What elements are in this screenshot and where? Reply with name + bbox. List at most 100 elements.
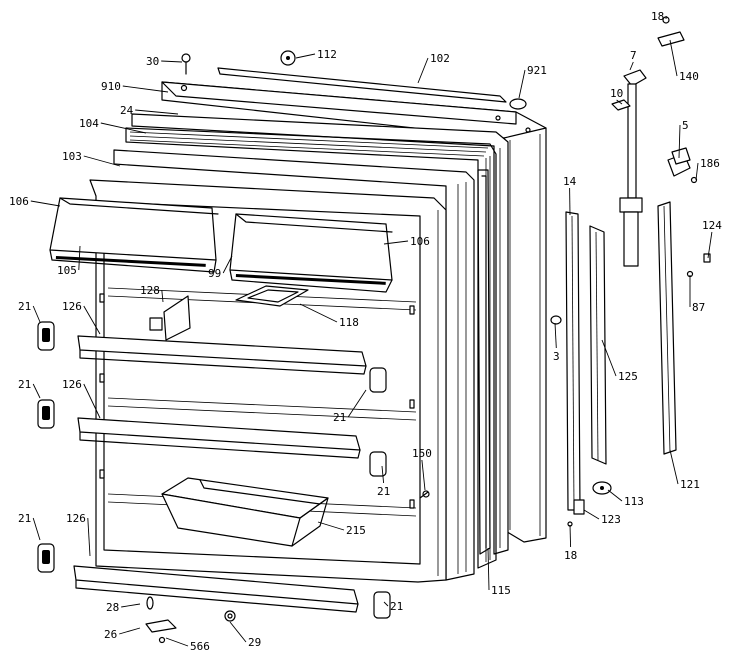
part-label-p113: 113: [624, 495, 644, 508]
leader-line: [347, 389, 367, 418]
screw-150: [419, 490, 430, 499]
screw-186: [690, 176, 698, 184]
part-label-p24: 24: [120, 104, 134, 117]
callout-p28: 28: [106, 601, 141, 614]
callout-p124: 124: [702, 219, 722, 259]
leader-line: [30, 200, 61, 207]
callout-p103: 103: [62, 150, 121, 167]
leader-line: [122, 85, 169, 93]
part-label-p105: 105: [57, 264, 77, 277]
vertical-strip-14: [565, 211, 581, 511]
leader-line: [695, 162, 699, 181]
leader-line: [83, 383, 101, 419]
callout-p566: 566: [165, 637, 210, 653]
part-label-p29: 29: [248, 636, 261, 649]
callout-p7: 7: [629, 49, 637, 71]
clip-10: [611, 99, 631, 111]
leader-line: [669, 449, 679, 485]
callout-p115: 115: [487, 547, 511, 597]
part-label-p21e: 21: [18, 512, 31, 525]
callout-p126b: 126: [62, 378, 101, 419]
callout-p21e: 21: [18, 512, 41, 541]
callout-p126a: 126: [62, 300, 101, 335]
shelf-end-cap-left-3: [37, 543, 55, 573]
callout-p106a: 106: [9, 195, 61, 208]
leader-line: [629, 61, 634, 71]
part-label-p26: 26: [104, 628, 117, 641]
leader-line: [83, 305, 101, 335]
channel-121: [657, 201, 677, 455]
callout-p121: 121: [669, 449, 700, 491]
part-label-p126c: 126: [66, 512, 86, 525]
callout-p105: 105: [57, 245, 81, 277]
callout-p18a: 18: [651, 10, 667, 23]
callout-p112: 112: [295, 48, 337, 61]
leader-line: [135, 109, 179, 115]
part-label-p104: 104: [79, 117, 99, 130]
top-trim-strip: [217, 67, 507, 103]
callout-p29: 29: [229, 621, 261, 649]
shelf-end-cap-left-2: [37, 399, 55, 429]
part-label-p123: 123: [601, 513, 621, 526]
part-label-p106a: 106: [9, 195, 29, 208]
leader-line: [119, 627, 141, 635]
leader-line: [554, 322, 557, 349]
part-label-p7: 7: [630, 49, 637, 62]
part-label-p21d: 21: [377, 485, 390, 498]
callout-p123: 123: [583, 509, 621, 526]
liner-frame: [131, 113, 509, 555]
leader-line: [607, 489, 623, 502]
callout-p921: 921: [518, 64, 547, 99]
part-label-p921: 921: [527, 64, 547, 77]
callout-p3: 3: [553, 322, 560, 363]
callout-p125: 125: [601, 339, 638, 383]
callout-p106b: 106: [383, 235, 430, 248]
leader-line: [161, 289, 164, 303]
part-label-p126a: 126: [62, 300, 82, 313]
leader-line: [417, 57, 429, 84]
shelf-end-cap-right-3: [373, 591, 391, 619]
callout-p87: 87: [689, 275, 705, 314]
callout-p150: 150: [412, 447, 432, 491]
part-label-p87: 87: [692, 301, 705, 314]
part-label-p215: 215: [346, 524, 366, 537]
part-label-p910: 910: [101, 80, 121, 93]
callout-p118: 118: [299, 303, 359, 329]
butter-tray: [235, 285, 309, 307]
leader-line: [222, 255, 233, 274]
callout-p21a: 21: [18, 300, 41, 323]
part-label-p121: 121: [680, 478, 700, 491]
leader-line: [229, 621, 247, 643]
door-shelf-middle: [77, 417, 361, 459]
leader-line: [381, 465, 385, 484]
callout-p910: 910: [101, 80, 169, 93]
callout-p99: 99: [208, 255, 233, 280]
part-label-p125: 125: [618, 370, 638, 383]
leader-line: [32, 305, 41, 323]
part-label-p21a: 21: [18, 300, 31, 313]
leader-line: [569, 524, 572, 548]
shelf-end-cap-right-2: [369, 451, 387, 477]
vertical-channel-125: [589, 225, 607, 465]
leader-line: [383, 601, 389, 607]
part-label-p103: 103: [62, 150, 82, 163]
leader-line: [707, 231, 713, 259]
callout-p26: 26: [104, 627, 141, 641]
part-label-p124: 124: [702, 219, 722, 232]
door-shelf-lower: [73, 565, 359, 613]
callout-p21c: 21: [333, 389, 367, 424]
shelf-end-cap-right-1: [369, 367, 387, 393]
small-part-3: [550, 315, 562, 325]
part-label-p99: 99: [208, 267, 221, 280]
part-label-p186: 186: [700, 157, 720, 170]
leader-line: [678, 124, 681, 159]
callout-p24: 24: [120, 104, 179, 117]
leader-line: [601, 339, 617, 377]
dairy-compartment-left: [49, 197, 219, 273]
callout-p186: 186: [695, 157, 720, 181]
part-label-p118: 118: [339, 316, 359, 329]
part-label-p18a: 18: [651, 10, 664, 23]
callout-p140: 140: [669, 39, 699, 83]
part-label-p21f: 21: [390, 600, 403, 613]
